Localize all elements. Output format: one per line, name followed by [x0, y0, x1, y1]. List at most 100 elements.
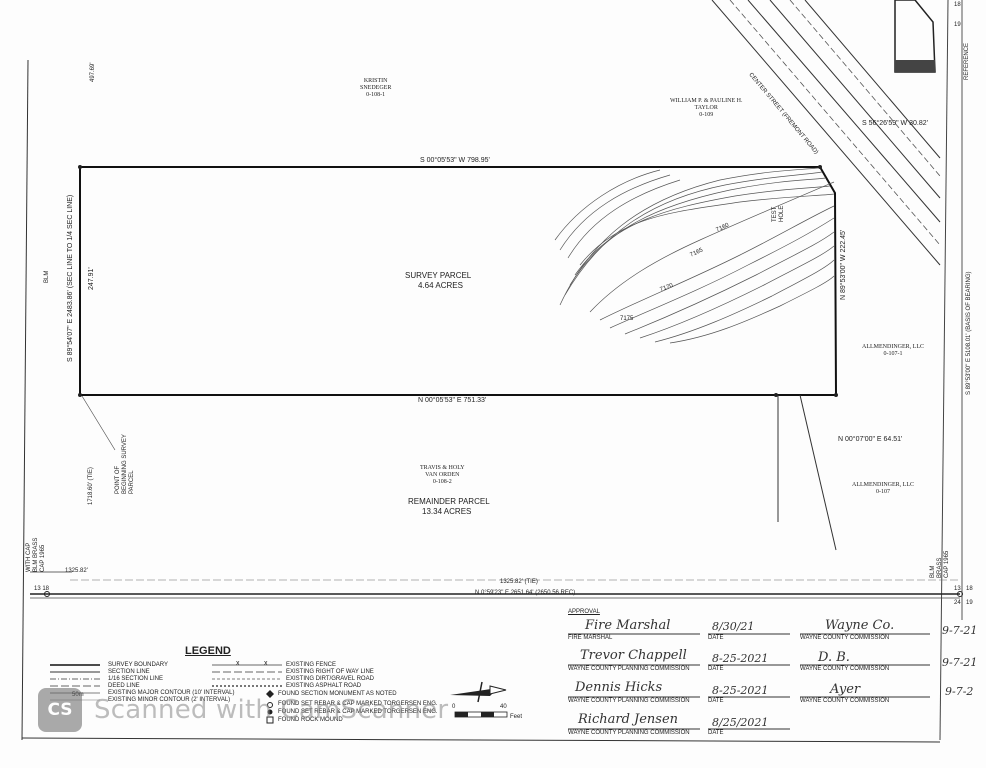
- blm-label: BLM: [44, 270, 50, 283]
- section-num-left: 13 18: [34, 586, 50, 592]
- legend-item: EXISTING MINOR CONTOUR (2' INTERVAL): [108, 697, 231, 703]
- legend-fence-marker: x: [236, 660, 240, 667]
- legend-item: EXISTING DIRT/GRAVEL ROAD: [286, 676, 374, 682]
- legend-item: 1/16 SECTION LINE: [108, 676, 164, 682]
- legend-item: EXISTING RIGHT OF WAY LINE: [286, 669, 374, 675]
- bottom-border-line: [21, 737, 941, 743]
- section-num-right-top-b: 19: [954, 22, 961, 28]
- corner-marker: [774, 393, 778, 397]
- signature-date-right: 9-7-21: [942, 656, 978, 669]
- section-num-right-bottom-d: 24: [954, 600, 961, 606]
- left-border-line: [21, 59, 29, 741]
- legend-item: FOUND SET REBAR & CAP MARKED TORGERSEN E…: [278, 701, 438, 707]
- scale-bar: [454, 711, 508, 718]
- legend-item: FOUND SECTION MONUMENT AS NOTED: [278, 691, 397, 697]
- legend-item: SURVEY BOUNDARY: [108, 662, 169, 668]
- section-num-right-bottom-b: 18: [966, 586, 973, 592]
- reference-label: REFERENCE: [964, 42, 970, 80]
- legend-title: LEGEND: [185, 645, 231, 657]
- legend-item: SECTION LINE: [108, 669, 150, 675]
- contour-label: 7175: [620, 316, 634, 322]
- label-planning: WAYNE COUNTY PLANNING COMMISSION: [568, 698, 690, 704]
- label-commission: WAYNE COUNTY COMMISSION: [800, 635, 890, 641]
- signature-date-right: 9-7-21: [942, 624, 978, 637]
- section-monument-right: [957, 591, 963, 597]
- scale-tick: 0: [452, 704, 456, 710]
- legend-fence-marker: x: [264, 660, 268, 667]
- legend-item: FOUND ROCK MOUND: [278, 717, 343, 723]
- survey-parcel-boundary: [79, 166, 838, 396]
- approval-lines: [568, 633, 930, 730]
- corner-marker: [78, 165, 82, 169]
- west-dim-label: 247.91': [88, 267, 95, 290]
- right-border-line: [939, 0, 949, 741]
- signature-commission: D. B.: [818, 650, 850, 665]
- corner-marker: [818, 165, 822, 169]
- label-commission: WAYNE COUNTY COMMISSION: [800, 698, 890, 704]
- label-planning: WAYNE COUNTY PLANNING COMMISSION: [568, 666, 690, 672]
- legend-item: EXISTING FENCE: [286, 662, 337, 668]
- signature-planning: Dennis Hicks: [575, 680, 663, 695]
- south-line-label: N 00°05'53" E 751.33': [418, 397, 487, 404]
- pob-dim-label: 1718.60' (TIE): [88, 467, 94, 505]
- survey-parcel-acres: 4.64 ACRES: [418, 281, 463, 290]
- contour-lines: [554, 167, 835, 344]
- center-street-road: [711, 0, 941, 266]
- basis-of-bearing-label: S 89°53'00" E 5108.01' (BASIS OF BEARING…: [966, 271, 972, 395]
- scale-tick: 40: [500, 704, 507, 710]
- camscanner-watermark: CS Scanned with CamScanner: [38, 688, 448, 732]
- signature-commission: Ayer: [830, 682, 861, 697]
- section-dim-top-label: 497.69': [90, 62, 96, 83]
- remainder-parcel-name: REMAINDER PARCEL: [408, 497, 490, 506]
- signature-date: 8-25-2021: [712, 684, 769, 697]
- left-corner-monument-label: WITH CAP BLM BRASS CAP 1965: [26, 537, 46, 572]
- section-monument-left: [44, 591, 50, 597]
- remainder-parcel-acres: 13.34 ACRES: [422, 507, 472, 516]
- section-num-right-bottom-a: 13: [954, 586, 961, 592]
- bottom-tie-label: 1325.82' (TIE): [500, 579, 538, 585]
- camscanner-logo-icon: CS: [38, 688, 82, 732]
- east-line-label: N 89°53'00" W 222.45': [840, 229, 847, 300]
- corner-marker: [834, 393, 838, 397]
- legend-item: FOUND SET REBAR & CAP MARKED TORGERSEN E…: [278, 709, 438, 715]
- north-line-label: S 00°05'53" W 798.95': [420, 157, 490, 164]
- signature-date: 8/30/21: [712, 620, 755, 633]
- section-num-right-bottom-c: 19: [966, 600, 973, 606]
- date-label: DATE: [708, 635, 724, 641]
- signature-fire-marshal: Fire Marshal: [585, 618, 671, 633]
- date-label: DATE: [708, 730, 724, 736]
- scale-label: Feet: [510, 714, 523, 720]
- north-arrow-icon: [450, 681, 507, 703]
- legend-item: EXISTING ASPHALT ROAD: [286, 683, 362, 689]
- signature-date: 8-25-2021: [712, 652, 769, 665]
- survey-parcel-name: SURVEY PARCEL: [405, 271, 472, 280]
- watermark-text: Scanned with CamScanner: [94, 695, 449, 725]
- label-fire-marshal: FIRE MARSHAL: [568, 635, 613, 641]
- label-planning: WAYNE COUNTY PLANNING COMMISSION: [568, 730, 690, 736]
- signature-planning: Richard Jensen: [578, 712, 679, 727]
- bottom-left-dim-label: 1325.82': [65, 568, 88, 574]
- pob-leader: [81, 395, 116, 451]
- date-label: DATE: [708, 698, 724, 704]
- west-line-label: S 89°54'07" E 2483.86' (SEC LINE TO 1/4 …: [67, 194, 74, 362]
- tie-bearing-label: N 00°07'00" E 64.51': [838, 436, 903, 443]
- signature-date: 8/25/2021: [712, 716, 769, 729]
- corner-marker: [78, 393, 82, 397]
- structure-hatch: [895, 60, 935, 72]
- section-num-right-top-a: 18: [954, 2, 961, 8]
- signature-commission: Wayne Co.: [825, 618, 895, 633]
- signature-planning: Trevor Chappell: [580, 648, 687, 663]
- date-label: DATE: [708, 666, 724, 672]
- corner-bearing-label: S 56°26'59" W 30.82': [862, 120, 928, 127]
- legend-item: DEED LINE: [108, 683, 140, 689]
- signature-date-right: 9-7-2: [945, 685, 974, 698]
- remainder-tie-line: [799, 394, 837, 551]
- label-commission: WAYNE COUNTY COMMISSION: [800, 666, 890, 672]
